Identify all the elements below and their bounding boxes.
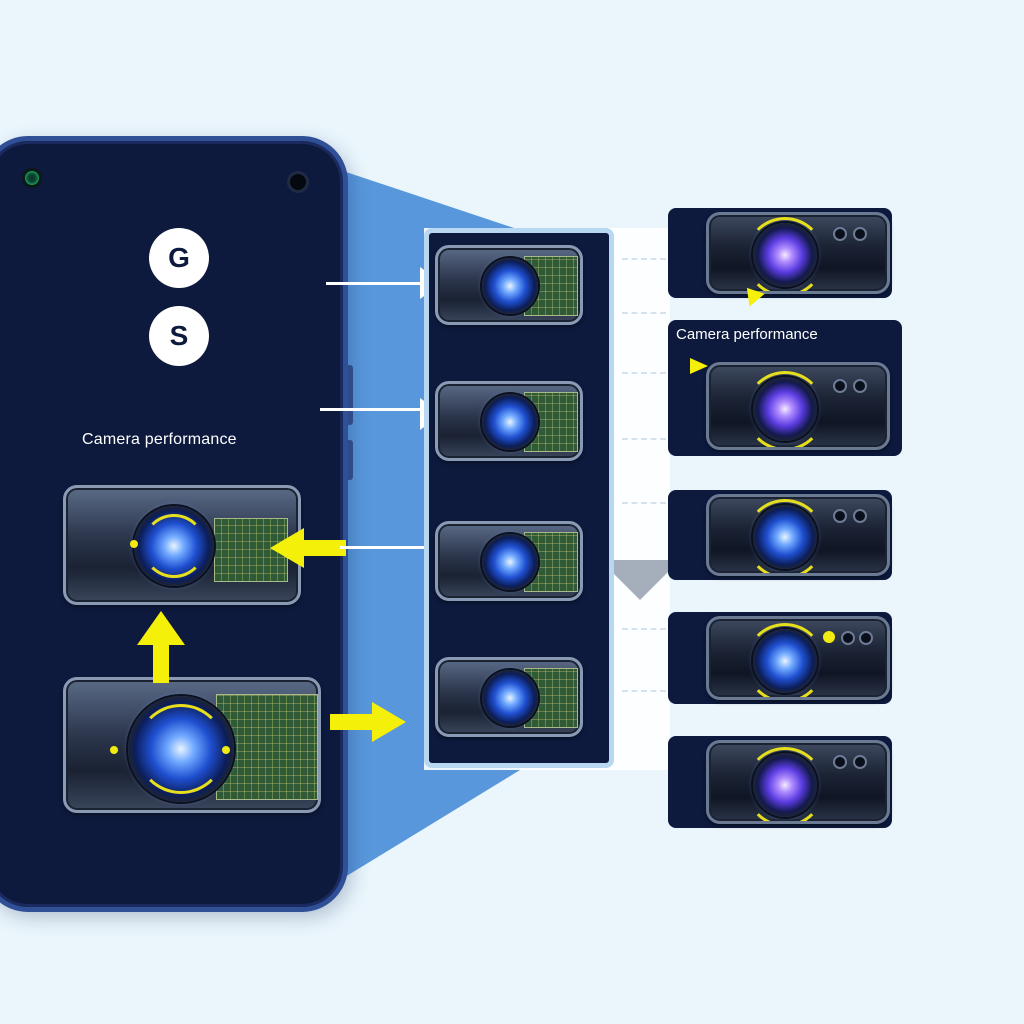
camera-module-1: [435, 245, 583, 325]
guide-line: [622, 690, 666, 694]
camera-card-3: [668, 490, 892, 580]
yellow-arrow-left-icon: [270, 528, 304, 568]
brand-badge-g: G: [149, 228, 209, 288]
yellow-arrow-shaft: [330, 714, 376, 730]
camera-module-icon: [706, 212, 890, 294]
sensor-icon: [859, 631, 873, 645]
focus-marker: [823, 631, 835, 643]
circuit-board-icon: [216, 694, 318, 800]
lens-icon: [482, 670, 538, 726]
sensor-icon: [287, 171, 309, 193]
camera-module-3: [435, 521, 583, 601]
camera-card-1: [668, 208, 892, 298]
front-camera-icon: [25, 171, 39, 185]
focus-ring: [745, 623, 825, 697]
camera-module-4: [435, 657, 583, 737]
flash-icon: [833, 755, 847, 769]
connector-line: [320, 408, 426, 411]
smartphone: G S Camera performance: [0, 136, 348, 912]
camera-module-lower: [63, 677, 321, 813]
guide-line: [622, 312, 666, 316]
connector-line: [340, 546, 426, 549]
connector-line: [326, 282, 426, 285]
guide-line: [622, 438, 666, 442]
sensor-icon: [853, 379, 867, 393]
guide-line: [622, 372, 666, 376]
flash-icon: [833, 379, 847, 393]
up-arrow-icon: [137, 611, 185, 645]
lens-icon: [482, 394, 538, 450]
up-arrow-shaft: [153, 641, 169, 683]
camera-card-4: [668, 612, 892, 704]
camera-module-icon: [706, 740, 890, 824]
focus-ring: [745, 499, 825, 573]
guide-line: [622, 258, 666, 262]
camera-module-icon: [706, 616, 890, 700]
lens-icon: [482, 534, 538, 590]
camera-module-upper: [63, 485, 301, 605]
yellow-pointer-icon: [690, 358, 708, 374]
focus-ring: [136, 704, 226, 794]
camera-performance-label: Camera performance: [82, 431, 237, 448]
sensor-icon: [853, 509, 867, 523]
focus-marker: [130, 540, 138, 548]
sensor-icon: [853, 227, 867, 241]
focus-ring: [745, 747, 825, 821]
guide-line: [622, 628, 666, 632]
lens-icon: [482, 258, 538, 314]
focus-marker: [222, 746, 230, 754]
flash-icon: [833, 509, 847, 523]
focus-ring: [745, 371, 825, 447]
camera-module-2: [435, 381, 583, 461]
focus-marker: [110, 746, 118, 754]
callout-label: Camera performance: [676, 326, 818, 343]
focus-ring: [745, 217, 825, 291]
circuit-board-icon: [524, 392, 578, 452]
focus-ring: [142, 514, 206, 578]
brand-badge-s: S: [149, 306, 209, 366]
flash-icon: [841, 631, 855, 645]
volume-button: [346, 365, 353, 425]
performance-callout-card: Camera performance: [668, 320, 902, 456]
camera-card-5: [668, 736, 892, 828]
camera-module-icon: [706, 362, 890, 450]
flash-icon: [833, 227, 847, 241]
sensor-icon: [853, 755, 867, 769]
power-button: [346, 440, 353, 480]
camera-module-icon: [706, 494, 890, 576]
yellow-arrow-right-icon: [372, 702, 406, 742]
module-stack-panel: [424, 228, 614, 768]
guide-line: [622, 502, 666, 506]
yellow-arrow-shaft: [300, 540, 346, 556]
